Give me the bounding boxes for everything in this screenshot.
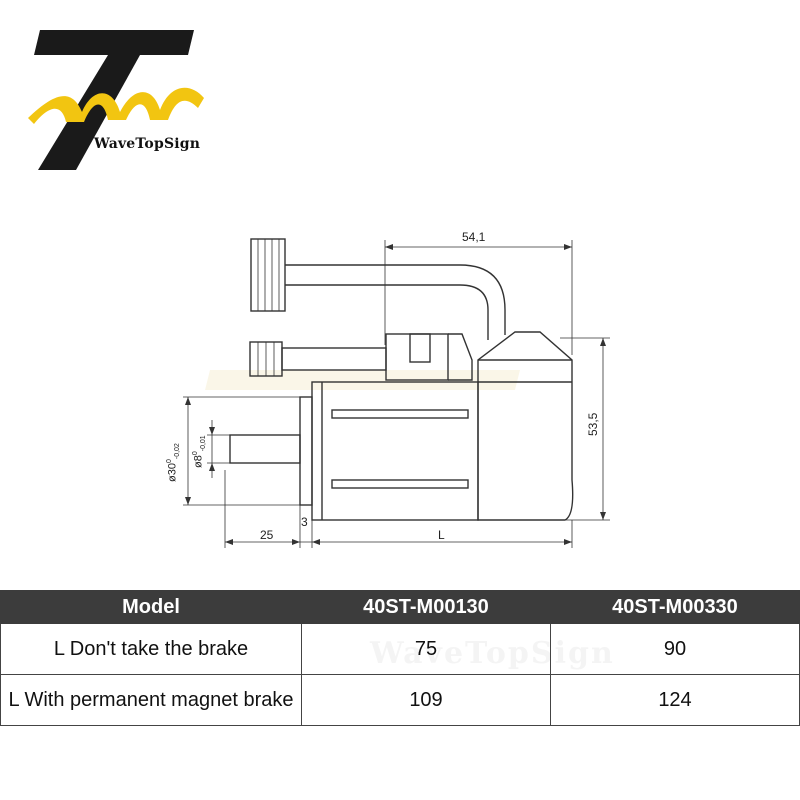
- header-model: Model: [0, 590, 302, 624]
- header-model-2: 40ST-M00330: [550, 590, 800, 624]
- row-label: L With permanent magnet brake: [0, 674, 302, 726]
- cell-value: 109: [301, 674, 551, 726]
- dim-shaft-tol-lower: -0,01: [199, 435, 207, 452]
- cell-value: 90: [550, 623, 800, 675]
- header-model-1: 40ST-M00130: [301, 590, 551, 624]
- brand-name: WaveTopSign: [94, 136, 201, 152]
- table-row: L With permanent magnet brake 109 124: [0, 674, 800, 726]
- brand-logo: WaveTopSign: [0, 0, 230, 180]
- dim-length-l: L: [438, 528, 445, 542]
- dim-flange-tol-upper: 0: [166, 459, 173, 464]
- dim-flange-thickness: 3: [301, 515, 308, 529]
- dim-flange-diameter-value: ø30: [166, 463, 179, 482]
- cell-value: 124: [550, 674, 800, 726]
- dim-flange-diameter: ø300-0,02: [166, 443, 181, 482]
- motor-outline: [183, 238, 610, 548]
- dim-shaft-diameter: ø80-0,01: [192, 435, 207, 468]
- dim-height: 53,5: [586, 412, 600, 436]
- spec-table: Model 40ST-M00130 40ST-M00330 L Don't ta…: [0, 590, 800, 726]
- table-row: L Don't take the brake 75 90: [0, 623, 800, 675]
- table-header-row: Model 40ST-M00130 40ST-M00330: [0, 590, 800, 624]
- dim-shaft-tol-upper: 0: [192, 451, 199, 456]
- motor-dimension-drawing: 54,1 53,5 25 3 L ø300-0,02 ø80-0,01: [166, 230, 610, 548]
- dim-flange-tol-lower: -0,02: [173, 443, 181, 460]
- dim-shaft-diameter-value: ø8: [192, 455, 205, 468]
- dim-shaft-offset: 25: [260, 528, 274, 542]
- dim-length-total: 54,1: [462, 230, 486, 244]
- cell-value: 75: [301, 623, 551, 675]
- row-label: L Don't take the brake: [0, 623, 302, 675]
- brand-logo-mark: [28, 30, 204, 170]
